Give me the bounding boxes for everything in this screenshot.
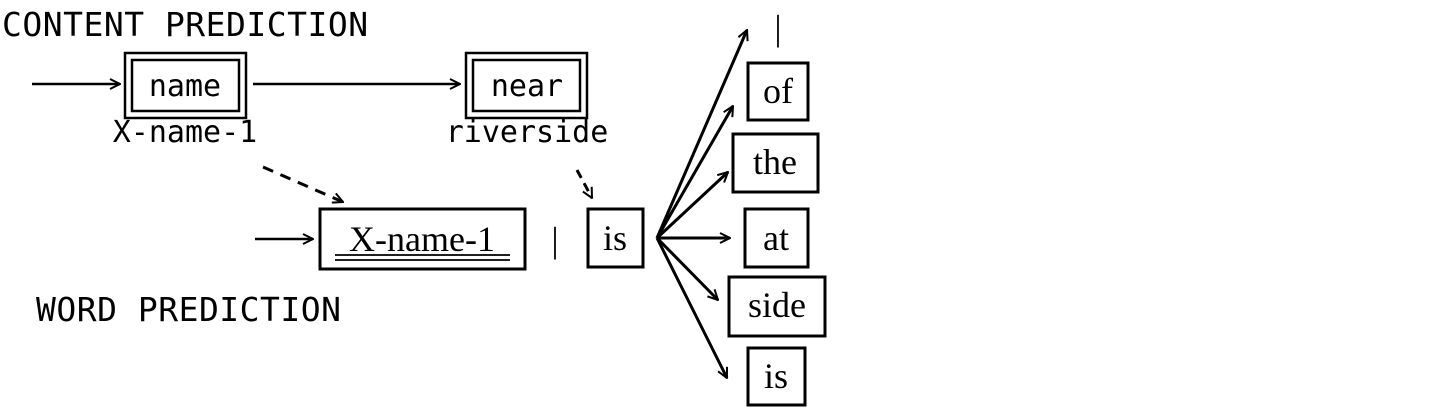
- slot-near-value: riverside: [446, 115, 609, 150]
- slot-name-value: X-name-1: [113, 115, 258, 150]
- arrow-to-marker: [655, 30, 747, 239]
- candidate-the-text: the: [753, 142, 797, 182]
- arrow-to-the: [655, 172, 728, 240]
- arrow-to-is: [655, 237, 729, 378]
- candidate-is-text: is: [764, 356, 788, 396]
- candidate-side-text: side: [748, 285, 806, 325]
- candidate-side: side: [727, 275, 827, 338]
- sequence-separator: |: [551, 220, 558, 260]
- slot-near-label: near: [491, 69, 563, 104]
- dashed-arrow-name-to-word: [262, 165, 343, 202]
- word-prediction-heading: WORD PREDICTION: [36, 290, 342, 329]
- candidate-at: at: [743, 207, 810, 269]
- candidate-marker: |: [774, 8, 781, 48]
- generated-prefix-text: X-name-1: [349, 219, 495, 259]
- arrow-to-side: [655, 236, 718, 300]
- candidate-is: is: [746, 346, 807, 407]
- slot-name-label: name: [149, 69, 221, 104]
- current-word-text: is: [603, 218, 627, 258]
- candidate-of-text: of: [763, 71, 793, 111]
- slot-name-box: name: [123, 51, 248, 120]
- generated-prefix-box: X-name-1: [318, 207, 527, 271]
- candidate-arrows: [655, 30, 747, 378]
- candidate-of: of: [746, 61, 810, 122]
- candidate-the: the: [731, 132, 820, 194]
- content-prediction-heading: CONTENT PREDICTION: [2, 5, 369, 44]
- current-word-box: is: [586, 207, 645, 269]
- dashed-arrow-near-to-word: [575, 169, 594, 198]
- arrow-to-of: [655, 106, 735, 239]
- slot-near-box: near: [464, 51, 589, 120]
- candidate-at-text: at: [763, 218, 789, 258]
